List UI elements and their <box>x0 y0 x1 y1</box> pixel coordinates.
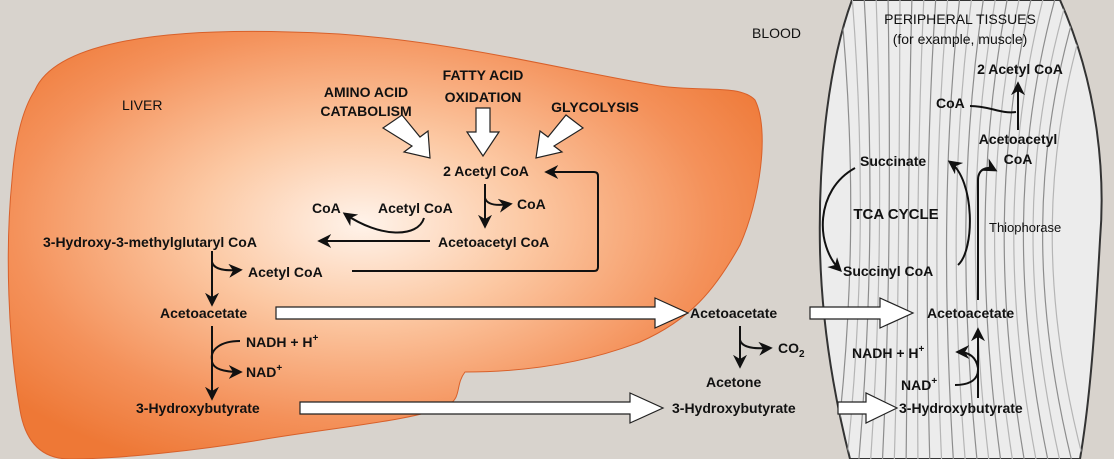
tissue-acetoacetyl-coa-label: CoA <box>1004 151 1033 167</box>
peripheral-tissues-title: PERIPHERAL TISSUES <box>884 11 1036 27</box>
muscle-fiber-line <box>881 0 890 459</box>
arrow-nadh-out-tissue <box>955 345 979 369</box>
arrow-coa-release <box>484 197 513 213</box>
fatty-acid-input-arrow <box>465 107 501 158</box>
arrow-nad-out <box>211 361 243 379</box>
muscle-fiber-line <box>1042 0 1081 459</box>
liver-acetyl-coa-out: Acetyl CoA <box>248 264 323 280</box>
muscle-fiber-line <box>974 0 997 459</box>
blood-acetone: Acetone <box>706 374 761 390</box>
arrow-tca-to-succinylcoa <box>821 167 856 272</box>
peripheral-tissues-subtitle: (for example, muscle) <box>893 31 1028 47</box>
glycolysis-input-arrow <box>535 114 585 159</box>
tissue-nadh: NADH + H+ <box>852 344 925 361</box>
arrow-nad-in-tissue <box>954 369 979 386</box>
transport-arrow-hydroxybutyrate-blood-to-tissue <box>837 392 899 424</box>
muscle-fiber-line <box>1051 0 1093 459</box>
blood-label: BLOOD <box>752 25 801 41</box>
liver-coa-left: CoA <box>312 200 341 216</box>
tissue-coa: CoA <box>936 95 965 111</box>
transport-arrow-hydroxybutyrate-liver-to-blood <box>299 392 665 424</box>
tissue-succinyl-coa: Succinyl CoA <box>843 263 933 279</box>
muscle-fiber-line <box>955 0 973 459</box>
tissue-acetoacetyl-label: Acetoacetyl <box>979 131 1058 147</box>
muscle-fiber-line <box>984 0 1009 459</box>
muscle-fiber-line <box>994 0 1021 459</box>
tissue-2-acetyl-coa: 2 Acetyl CoA <box>977 61 1063 77</box>
liver-acetyl-coa: Acetyl CoA <box>378 200 453 216</box>
arrow-acetylcoa-recycle <box>352 165 599 272</box>
blood-co2: CO2 <box>778 340 805 360</box>
liver-acetoacetate: Acetoacetate <box>160 305 247 321</box>
muscle-fiber-line <box>905 0 913 459</box>
arrow-co2-release <box>739 339 773 356</box>
muscle-fiber-line <box>1022 0 1057 459</box>
hmg-coa: 3-Hydroxy-3-methylglutaryl CoA <box>43 234 257 250</box>
amino-acid-label: AMINO ACID <box>324 84 408 100</box>
arrow-acetylcoa-to-coa <box>342 212 425 234</box>
tissue-nad: NAD+ <box>901 376 937 393</box>
thiophorase-label: Thiophorase <box>989 220 1061 235</box>
catabolism-label: CATABOLISM <box>320 103 411 119</box>
liver-shape <box>7 30 763 459</box>
muscle-fiber-line <box>1003 0 1033 459</box>
arrow-acetyl-coa-out <box>211 261 243 278</box>
tissue-acetoacetate: Acetoacetate <box>927 305 1014 321</box>
muscle-fiber-line <box>916 0 925 459</box>
muscle-fiber-line <box>936 0 949 459</box>
transport-arrow-acetoacetate-liver-to-blood <box>275 297 690 329</box>
muscle-fiber-line <box>1013 0 1045 459</box>
fatty-acid-label: FATTY ACID <box>443 67 524 83</box>
muscle-fiber-line <box>965 0 985 459</box>
arrow-nadh-in <box>210 340 241 361</box>
tissue-succinate: Succinate <box>860 153 926 169</box>
liver-2-acetyl-coa: 2 Acetyl CoA <box>443 163 529 179</box>
oxidation-label: OXIDATION <box>445 89 522 105</box>
tca-cycle-label: TCA CYCLE <box>853 206 938 223</box>
glycolysis-label: GLYCOLYSIS <box>551 99 639 115</box>
muscle-fiber-line <box>893 0 901 459</box>
blood-acetoacetate: Acetoacetate <box>690 305 777 321</box>
tissue-3-hydroxybutyrate: 3-Hydroxybutyrate <box>899 400 1023 416</box>
muscle-fiber-line <box>945 0 961 459</box>
muscle-tissue-shape <box>818 0 1103 459</box>
arrow-coa-in <box>969 105 1017 114</box>
liver-label: LIVER <box>122 97 162 113</box>
liver-coa-released: CoA <box>517 196 546 212</box>
arrow-succinylcoa-to-succinate <box>947 160 971 266</box>
liver-3-hydroxybutyrate: 3-Hydroxybutyrate <box>136 400 260 416</box>
liver-nadh: NADH + H+ <box>246 333 319 350</box>
blood-3-hydroxybutyrate: 3-Hydroxybutyrate <box>672 400 796 416</box>
muscle-fiber-line <box>1032 0 1069 459</box>
liver-nad: NAD+ <box>246 363 282 380</box>
arrow-acetoacetate-to-acetoacetylcoa <box>977 158 998 300</box>
transport-arrow-acetoacetate-blood-to-tissue <box>809 297 915 329</box>
liver-acetoacetyl-coa: Acetoacetyl CoA <box>438 234 549 250</box>
amino-acid-input-arrow <box>381 114 431 159</box>
muscle-fiber-line <box>926 0 937 459</box>
